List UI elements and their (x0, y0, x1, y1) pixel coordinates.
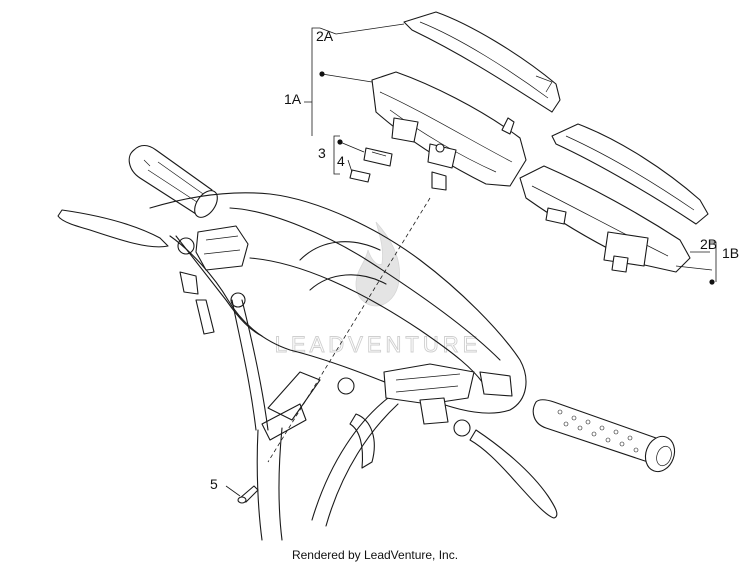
callout-2b: 2B (700, 236, 717, 252)
leader-lines (225, 23, 717, 497)
bullet-2a (319, 71, 325, 77)
part-4-pin (349, 169, 371, 183)
callout-1a: 1A (284, 91, 302, 107)
right-brake-lever (469, 429, 558, 519)
part-2b-rear-cover (551, 123, 709, 225)
footer-credit: Rendered by LeadVenture, Inc. (291, 548, 459, 562)
bullet-3 (337, 139, 343, 145)
grip-texture (557, 409, 639, 453)
watermark-text: LEADVENTURE (275, 332, 482, 357)
left-brake-lever (57, 209, 169, 248)
watermark-flame-icon (355, 221, 400, 307)
right-grip (532, 399, 676, 473)
part-3-clip (363, 147, 393, 167)
steering-column (256, 427, 283, 541)
bullet-1b (709, 279, 715, 285)
watermark: LEADVENTURE (274, 221, 482, 357)
bullet-points (319, 71, 715, 285)
part-5-screw (237, 485, 259, 504)
cable-left (231, 299, 269, 431)
part-1b-rear-cluster (519, 165, 691, 273)
callout-1b: 1B (722, 245, 739, 261)
part-2a-dash-cover (403, 11, 561, 113)
cable-right (311, 397, 399, 527)
left-grip (128, 144, 218, 218)
part-1a-instrument-cluster (371, 71, 527, 191)
callout-5: 5 (210, 476, 218, 492)
callout-3: 3 (318, 145, 326, 161)
handlebar-assembly (57, 144, 676, 541)
callout-2a: 2A (316, 28, 334, 44)
left-master-cylinder (177, 225, 249, 335)
right-master-cylinder (337, 363, 513, 437)
assembly-dashed-line (267, 197, 431, 463)
callout-4: 4 (337, 153, 345, 169)
